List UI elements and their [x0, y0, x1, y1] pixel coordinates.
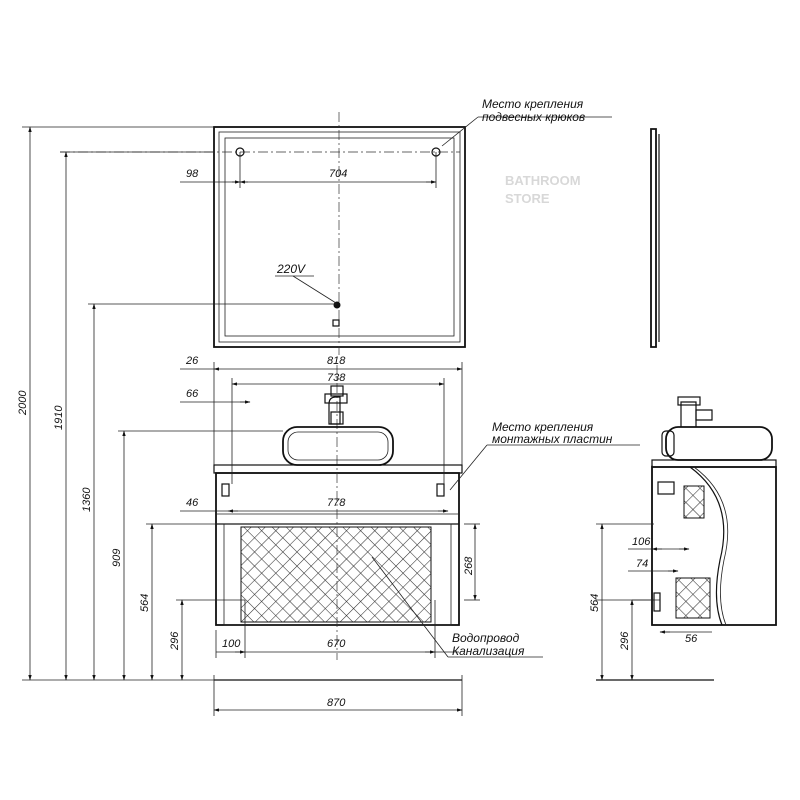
dim-46: 46	[186, 497, 199, 509]
plates-label-line2: монтажных пластин	[492, 432, 613, 446]
plates-label-line1: Место крепления	[492, 420, 594, 434]
watermark: BATHROOM STORE	[505, 173, 581, 206]
power-label: 220V	[276, 262, 306, 276]
svg-text:BATHROOM: BATHROOM	[505, 173, 581, 188]
dim-2000: 2000	[17, 390, 29, 416]
mirror-side-view	[650, 128, 660, 348]
dim-909: 909	[111, 549, 123, 567]
power-leader	[292, 275, 337, 304]
side-dim-56: 56	[685, 633, 698, 645]
basin	[282, 393, 394, 466]
dim-100: 100	[222, 638, 241, 650]
hooks-label-line2: подвесных крюков	[482, 110, 585, 124]
faucet-icon	[330, 385, 344, 397]
dim-26: 26	[185, 355, 199, 367]
side-dim-106: 106	[632, 536, 651, 548]
side-dim-74: 74	[636, 558, 648, 570]
dim-870: 870	[327, 697, 346, 709]
water-label-line1: Водопровод	[452, 631, 520, 645]
mirror-front-view	[60, 112, 466, 355]
dim-268: 268	[463, 556, 475, 576]
dim-818: 818	[327, 355, 346, 367]
hooks-leader	[441, 116, 479, 147]
power-socket-icon	[333, 301, 341, 309]
dim-66: 66	[186, 388, 199, 400]
hooks-label-line1: Место крепления	[482, 97, 584, 111]
dim-1910: 1910	[53, 405, 65, 430]
dim-670: 670	[327, 638, 346, 650]
dim-1360: 1360	[81, 487, 93, 512]
dim-778: 778	[327, 497, 346, 509]
side-dim-564: 564	[589, 594, 601, 612]
faucet-side-icon	[695, 409, 713, 421]
svg-text:STORE: STORE	[505, 191, 550, 206]
dim-564: 564	[139, 594, 151, 612]
dim-296: 296	[169, 631, 181, 651]
side-basin	[661, 396, 773, 461]
vanity-front-view	[213, 365, 463, 660]
plates-leader	[449, 444, 488, 491]
side-dim-296: 296	[619, 631, 631, 651]
dim-738: 738	[327, 372, 346, 384]
height-dimensions	[22, 126, 337, 681]
switch-icon	[332, 319, 340, 327]
water-label-line2: Канализация	[452, 644, 525, 658]
vanity-side-view	[651, 459, 777, 626]
dim-704: 704	[329, 168, 347, 180]
dim-98: 98	[186, 168, 199, 180]
